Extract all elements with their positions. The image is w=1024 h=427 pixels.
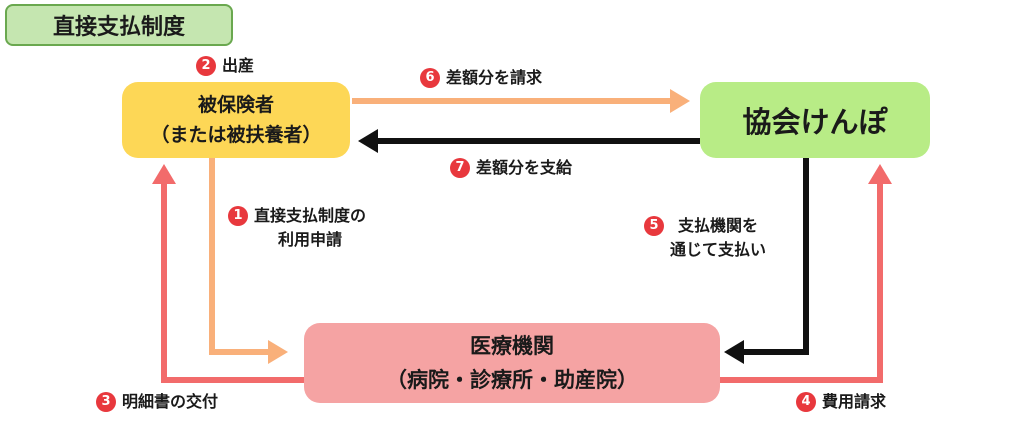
step-label-5: 5 支払機関を 通じて支払い [644,214,766,262]
step-text: 出産 [222,56,255,75]
step-number-badge: 3 [96,392,116,412]
step-number-badge: 1 [228,206,248,226]
step-text: 差額分を支給 [476,158,573,177]
step-number-badge: 4 [796,392,816,412]
arrow-step-6 [352,89,690,113]
insured-sublabel: （または被扶養者） [150,124,322,146]
kyokai-label: 協会けんぽ [742,105,888,139]
step-text: 費用請求 [822,392,887,411]
arrow-step-1 [209,158,288,364]
arrow-step-3 [152,164,304,383]
step-text: 直接支払制度の [254,206,367,225]
step-label-2: 2 出産 [196,54,254,78]
node-medical-institution: 医療機関 （病院・診療所・助産院） [304,323,720,403]
step-text: 明細書の交付 [122,392,219,411]
medical-sublabel: （病院・診療所・助産院） [386,368,638,392]
step-label-7: 7 差額分を支給 [450,156,572,180]
step-number-badge: 5 [644,216,664,236]
step-text-line2: 利用申請 [278,230,343,249]
arrow-step-5 [724,158,809,364]
insured-label: 被保険者 [197,94,274,116]
step-number-badge: 7 [450,158,470,178]
step-text: 支払機関を [678,216,759,235]
medical-label: 医療機関 [470,334,554,358]
step-label-3: 3 明細書の交付 [96,390,218,414]
step-number-badge: 6 [420,68,440,88]
diagram-title: 直接支払制度 [5,4,233,46]
step-number-badge: 2 [196,56,216,76]
step-text-line2: 通じて支払い [670,240,767,259]
step-text: 差額分を請求 [446,68,543,87]
arrow-step-4 [720,164,892,383]
arrow-step-7 [358,129,700,153]
node-kyokai-kenpo: 協会けんぽ [700,82,930,158]
step-label-1: 1 直接支払制度の 利用申請 [228,204,366,252]
step-label-6: 6 差額分を請求 [420,66,542,90]
node-insured: 被保険者 （または被扶養者） [122,82,350,158]
step-label-4: 4 費用請求 [796,390,886,414]
